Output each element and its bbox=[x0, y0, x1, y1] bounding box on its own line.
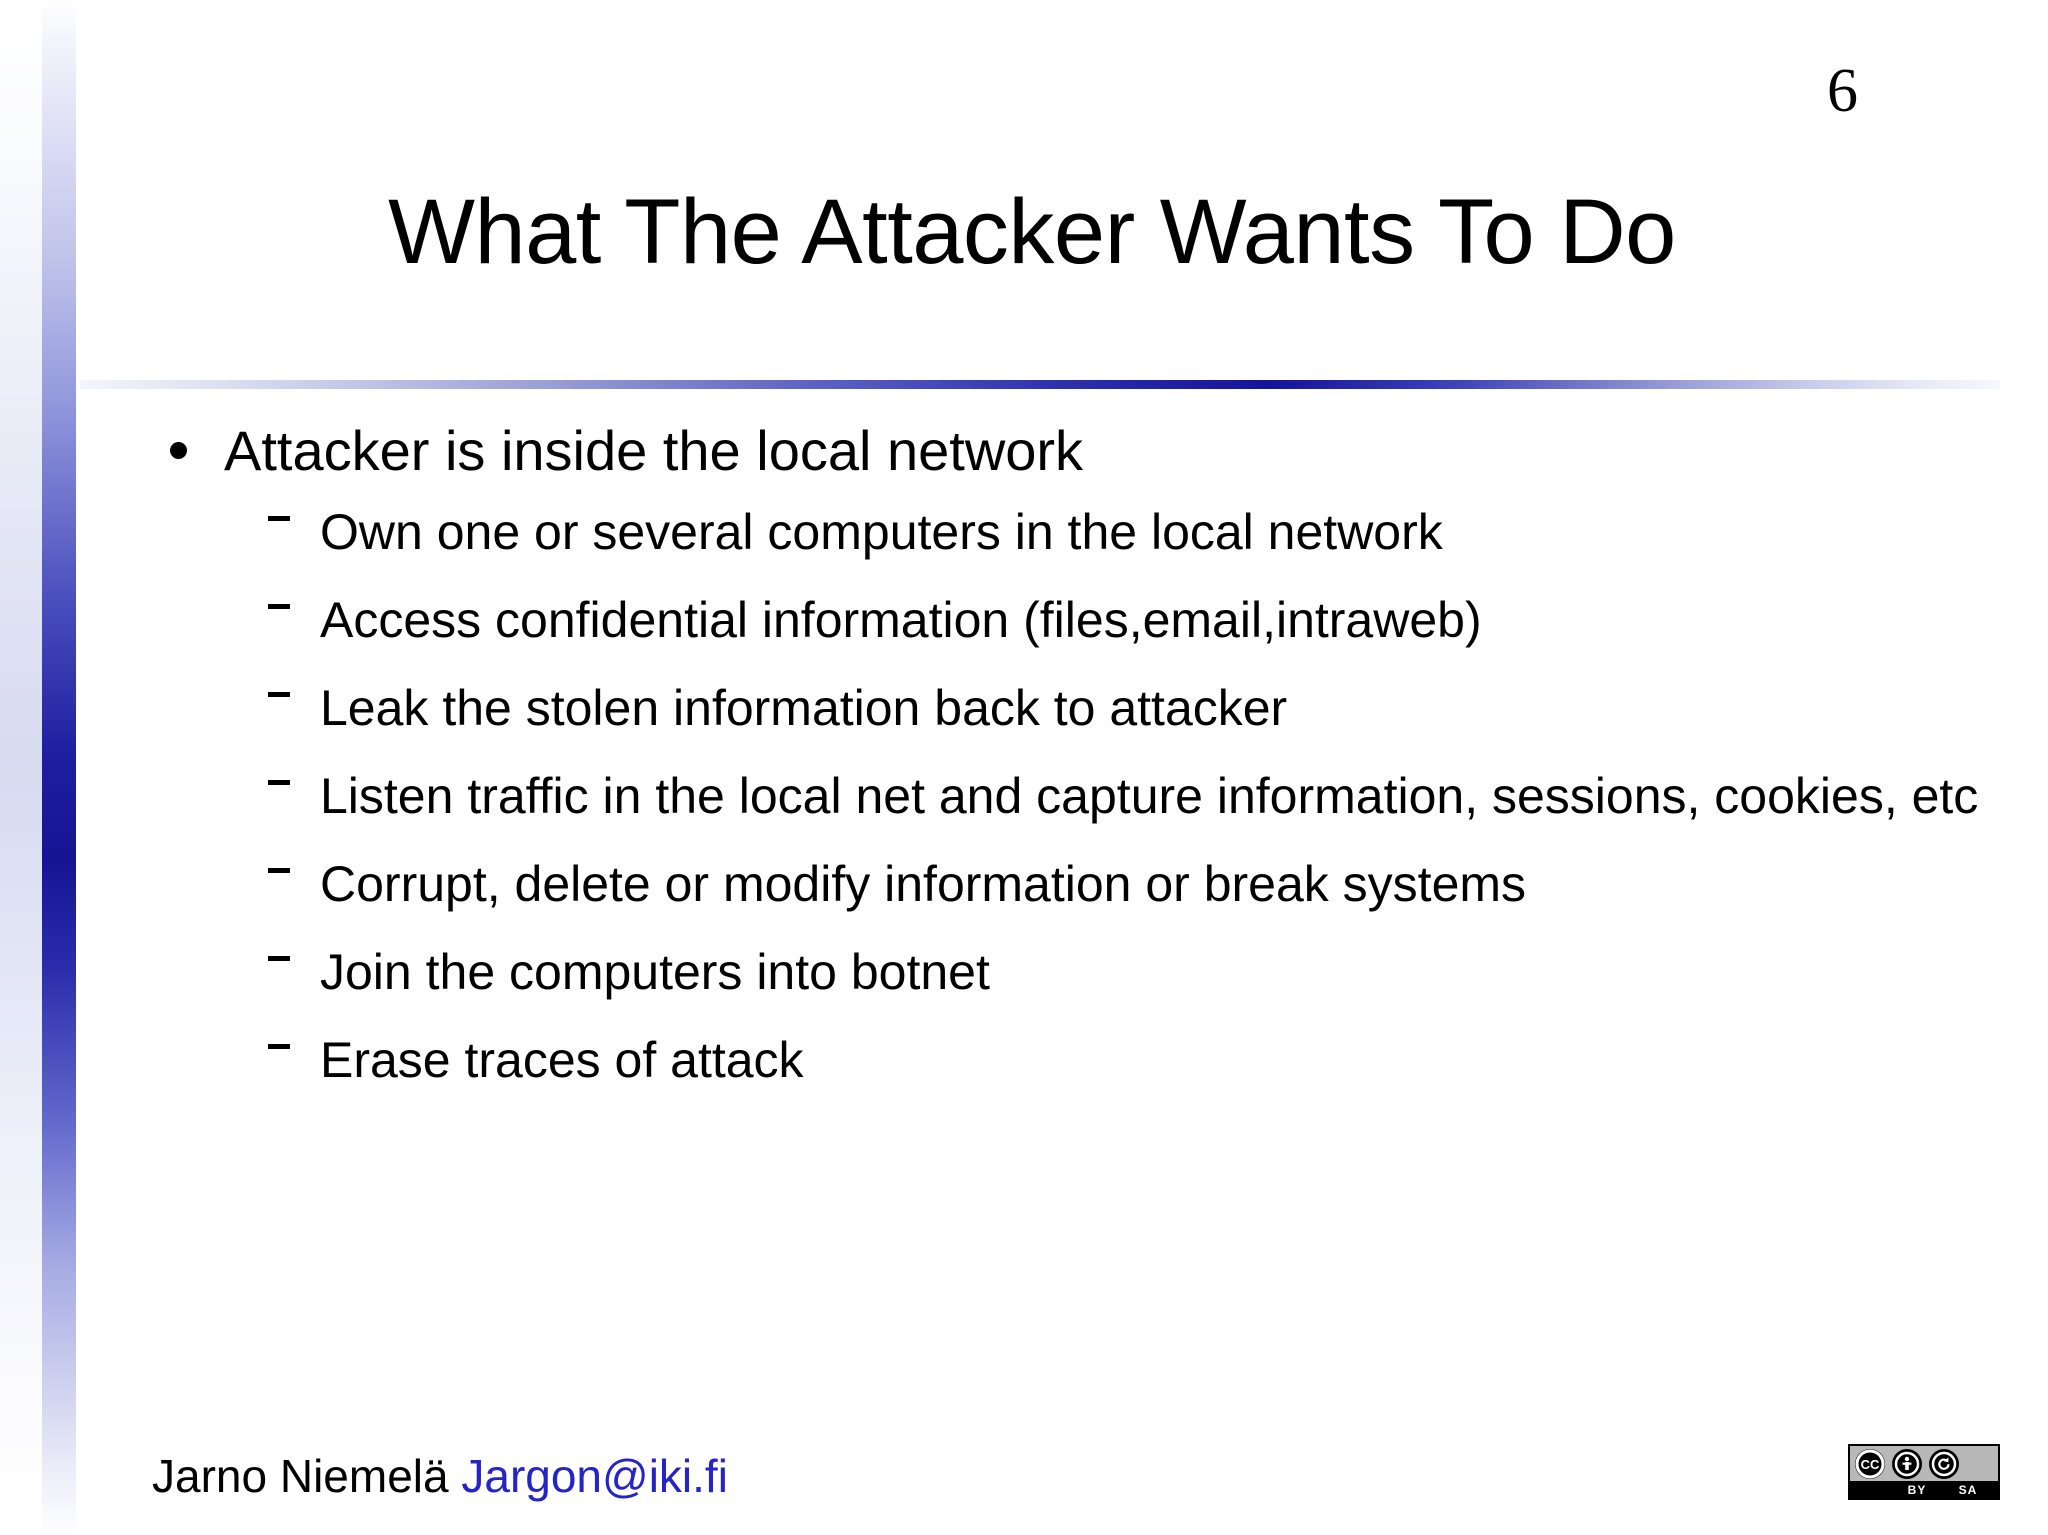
list-item-label: Leak the stolen information back to atta… bbox=[320, 680, 1288, 737]
list-item-label: Corrupt, delete or modify information or… bbox=[320, 856, 1527, 913]
bullet-dash-icon bbox=[268, 604, 290, 610]
list-item-label: Listen traffic in the local net and capt… bbox=[320, 768, 1979, 825]
svg-text:CC: CC bbox=[1861, 1457, 1880, 1472]
cc-label-sa: SA bbox=[1958, 1482, 1978, 1497]
cc-label-by: BY bbox=[1907, 1482, 1927, 1497]
title-divider bbox=[80, 380, 2000, 389]
footer-author: Jarno Niemelä bbox=[152, 1450, 462, 1502]
page-title: What The Attacker Wants To Do bbox=[388, 181, 1676, 283]
bullet-list: Attacker is inside the local network Own… bbox=[150, 418, 1988, 1118]
bullet-dash-icon bbox=[268, 956, 290, 962]
list-item-label: Join the computers into botnet bbox=[320, 944, 990, 1001]
bullet-dash-icon bbox=[268, 516, 290, 522]
list-item-label: Erase traces of attack bbox=[320, 1032, 804, 1089]
bullet-dash-icon bbox=[268, 868, 290, 874]
list-item: Own one or several computers in the loca… bbox=[150, 502, 1988, 563]
list-item-label: Attacker is inside the local network bbox=[224, 419, 1084, 482]
list-item: Erase traces of attack bbox=[150, 1030, 1988, 1091]
list-item: Access confidential information (files,e… bbox=[150, 590, 1988, 651]
share-alike-icon bbox=[1929, 1448, 1959, 1479]
list-item: Attacker is inside the local network bbox=[150, 418, 1988, 484]
sub-bullet-list: Own one or several computers in the loca… bbox=[150, 502, 1988, 1091]
creative-commons-badge[interactable]: CC BY SA bbox=[1848, 1444, 2000, 1500]
cc-badge-icons: CC bbox=[1850, 1446, 1998, 1481]
page-number: 6 bbox=[1827, 57, 1858, 125]
sidebar-gradient-bar bbox=[42, 0, 76, 1535]
list-item: Join the computers into botnet bbox=[150, 942, 1988, 1003]
bullet-dash-icon bbox=[268, 692, 290, 698]
list-item-label: Access confidential information (files,e… bbox=[320, 592, 1482, 649]
list-item: Listen traffic in the local net and capt… bbox=[150, 766, 1988, 827]
creative-commons-icon: CC bbox=[1855, 1448, 1885, 1479]
footer: Jarno Niemelä Jargon@iki.fi bbox=[152, 1449, 728, 1503]
bullet-dash-icon bbox=[268, 780, 290, 786]
sidebar-gradient-halo bbox=[0, 0, 44, 1535]
cc-badge-labels: BY SA bbox=[1850, 1481, 1998, 1498]
bullet-dot-icon bbox=[170, 442, 187, 459]
list-item: Corrupt, delete or modify information or… bbox=[150, 854, 1988, 915]
list-item: Leak the stolen information back to atta… bbox=[150, 678, 1988, 739]
bullet-dash-icon bbox=[268, 1044, 290, 1050]
attribution-person-icon bbox=[1892, 1448, 1922, 1479]
list-item-label: Own one or several computers in the loca… bbox=[320, 504, 1443, 561]
footer-email-link[interactable]: Jargon@iki.fi bbox=[461, 1450, 728, 1502]
